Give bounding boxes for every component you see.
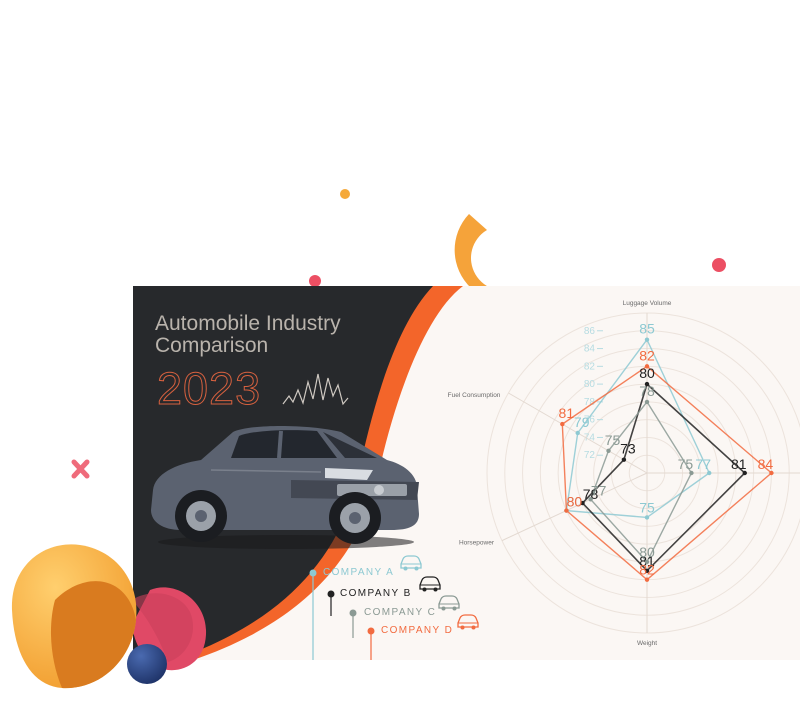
infographic-card: Automobile Industry Comparison 2023 72 74… (133, 286, 800, 660)
series-3-point (644, 559, 650, 565)
axis-line (501, 472, 648, 542)
radial-tick-label: 78 (584, 397, 596, 408)
series-2-point (580, 500, 585, 506)
radial-tick-label: 82 (584, 361, 596, 372)
series-2-point (621, 457, 627, 462)
series-3-point (689, 470, 694, 476)
series-2-value-label: 73 (620, 441, 636, 457)
series-1-polygon (565, 338, 711, 519)
radial-tick-label: 80 (584, 379, 596, 390)
card-title-line1: Automobile Industry (155, 312, 341, 335)
legend-company-b-label: COMPANY B (340, 588, 412, 599)
series-4-point (644, 577, 650, 582)
series-3-value-label: 75 (605, 432, 621, 448)
car-icon (438, 595, 460, 611)
axis-label: Horsepower (459, 540, 495, 547)
series-2-value-label: 78 (583, 486, 599, 502)
series-1-value-label: 77 (695, 456, 711, 472)
car-icon (419, 576, 441, 592)
legend-marker (349, 609, 357, 617)
series-2-polygon (581, 382, 746, 572)
series-1-point (707, 470, 712, 476)
series-3-value-label: 80 (639, 544, 655, 560)
series-1-value-label: 75 (639, 499, 655, 515)
legend-company-c-label: COMPANY C (364, 607, 437, 618)
car-photo (151, 426, 419, 549)
series-4-value-label: 82 (639, 347, 655, 363)
legend-marker (367, 627, 375, 635)
series-4-value-label: 84 (758, 456, 774, 472)
series-4-value-label: 81 (559, 405, 575, 421)
series-1-value-label: 79 (574, 414, 590, 430)
radial-tick-label: 84 (584, 344, 596, 355)
series-3-point (588, 497, 593, 502)
axis-label: Weight (637, 640, 657, 647)
series-2-point (644, 568, 650, 573)
series-1-value-label: 80 (567, 494, 583, 510)
radial-tick-label: 86 (584, 326, 596, 337)
orange-half-sphere-cut (50, 581, 137, 689)
series-1-value-label: 85 (639, 321, 655, 337)
series-1-point (644, 337, 650, 342)
series-3-point (606, 448, 611, 453)
series-3-value-label: 78 (639, 383, 655, 399)
series-1-point (644, 515, 650, 520)
series-4-point (644, 364, 650, 369)
series-4-point (769, 470, 774, 476)
card-year: 2023 (156, 363, 262, 414)
legend-company-d-label: COMPANY D (381, 625, 454, 636)
half-ring-shape (454, 214, 545, 303)
series-4-value-label: 82 (639, 562, 655, 578)
series-3-value-label: 75 (678, 456, 694, 472)
legend (309, 555, 479, 660)
cross-icon (71, 459, 90, 479)
series-1-point (575, 430, 580, 436)
series-2-value-label: 81 (731, 456, 747, 472)
radial-tick-label: 74 (584, 432, 596, 443)
series-4-point (564, 508, 569, 513)
series-4-polygon (561, 365, 773, 581)
series-3-polygon (589, 400, 693, 564)
pink-dot-left (309, 275, 321, 287)
navy-ball (127, 644, 167, 684)
radial-tick-label: 76 (584, 415, 596, 426)
series-3-point (644, 399, 650, 405)
series-4-value-label: 80 (567, 494, 583, 510)
axis-label: Luggage Volume (623, 300, 672, 307)
radial-tick-label: 72 (584, 450, 596, 461)
series-4-point (560, 421, 565, 427)
axis-label: Fuel Consumption (448, 392, 501, 399)
legend-marker (309, 569, 317, 577)
legend-company-a-label: COMPANY A (323, 567, 395, 578)
series-2-point (742, 470, 747, 476)
card-title-line2: Comparison (155, 334, 269, 357)
pink-dot-right (712, 258, 726, 272)
orange-dot (340, 189, 350, 199)
pink-half-disc-face (132, 593, 194, 662)
sparkline-icon (282, 373, 349, 406)
series-2-point (644, 381, 650, 387)
legend-marker (327, 590, 335, 598)
car-icon (400, 555, 422, 571)
car-icon (457, 614, 479, 630)
series-2-value-label: 80 (639, 365, 655, 381)
series-3-value-label: 77 (591, 482, 607, 498)
